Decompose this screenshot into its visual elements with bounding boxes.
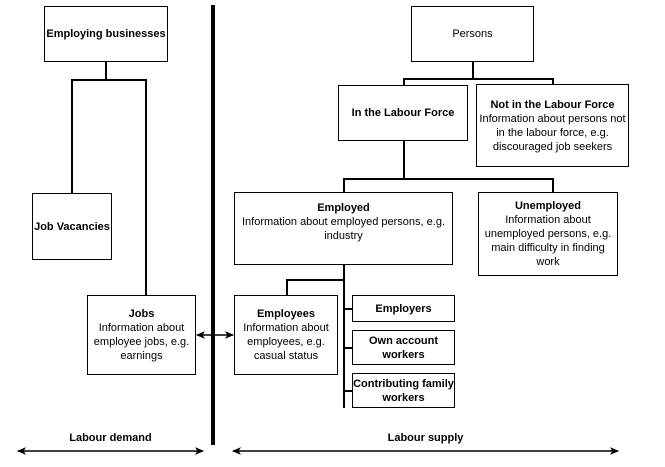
box-title: Contributing family workers (353, 377, 454, 404)
box-own-account-workers[interactable]: Own account workers (352, 330, 455, 365)
box-not-in-the-labour-force[interactable]: Not in the Labour Force Information abou… (476, 84, 629, 167)
connector-inlf-split (343, 178, 553, 180)
box-title: Not in the Labour Force (490, 98, 615, 111)
box-title: Employing businesses (46, 28, 166, 40)
label-labour-demand: Labour demand (69, 432, 152, 444)
box-employees[interactable]: Employees Information about employees, e… (234, 295, 338, 375)
connector-employing-split (71, 79, 146, 81)
box-title: Unemployed (514, 200, 581, 212)
box-employing-businesses[interactable]: Employing businesses (44, 6, 168, 62)
connector-employed-split-left (286, 279, 344, 281)
connector-employing-down (105, 62, 107, 80)
connector-employed-down (343, 265, 345, 408)
box-job-vacancies[interactable]: Job Vacancies (32, 193, 112, 260)
box-jobs[interactable]: Jobs Information about employee jobs, e.… (87, 295, 196, 375)
connector-to-employers (343, 308, 353, 310)
connector-persons-down (472, 62, 474, 79)
box-title: Own account workers (368, 334, 439, 361)
connector-to-job-vacancies (71, 79, 73, 193)
labour-market-divider (211, 5, 215, 445)
connector-to-in-labour-force (403, 78, 405, 85)
connector-to-jobs (145, 79, 147, 295)
box-title: Job Vacancies (34, 220, 110, 233)
box-unemployed[interactable]: Unemployed Information about unemployed … (478, 192, 618, 276)
connector-to-not-in-labour-force (552, 78, 554, 84)
box-employers[interactable]: Employers (352, 295, 455, 322)
box-title: Jobs (128, 308, 155, 320)
box-title: In the Labour Force (351, 107, 455, 119)
box-title: Employees (256, 308, 316, 320)
connector-to-employed (343, 178, 345, 192)
label-labour-supply: Labour supply (387, 432, 464, 444)
box-title: Employers (375, 302, 432, 315)
box-description: Information about unemployed persons, e.… (484, 214, 612, 268)
box-contributing-family-workers[interactable]: Contributing family workers (352, 373, 455, 408)
box-description: Information about persons not in the lab… (479, 112, 626, 153)
connector-persons-split (403, 78, 553, 80)
connector-to-own-account-workers (343, 347, 353, 349)
box-description: Information about employed persons, e.g.… (241, 216, 445, 242)
connector-to-employees (286, 279, 288, 295)
box-employed[interactable]: Employed Information about employed pers… (234, 192, 453, 265)
box-description: Information about employee jobs, e.g. ea… (93, 322, 190, 362)
connector-inlf-down (403, 141, 405, 179)
box-persons[interactable]: Persons (411, 6, 534, 62)
connector-to-contributing-family-workers (343, 390, 353, 392)
box-in-the-labour-force[interactable]: In the Labour Force (338, 85, 468, 141)
box-title: Employed (317, 202, 370, 214)
connector-to-unemployed (552, 178, 554, 192)
box-title: Persons (452, 28, 493, 40)
box-description: Information about employees, e.g. casual… (243, 322, 329, 362)
